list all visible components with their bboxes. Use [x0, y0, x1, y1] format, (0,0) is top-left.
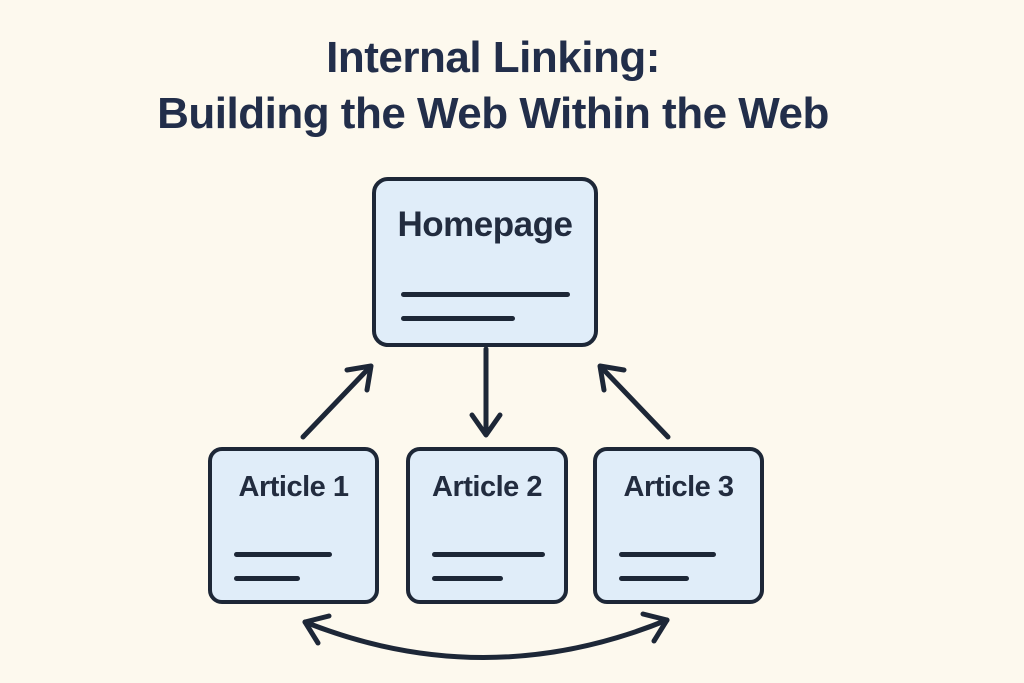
node-article-3-label: Article 3 — [623, 471, 734, 503]
node-article-1: Article 1 — [208, 447, 379, 604]
text-line-placeholder — [432, 552, 545, 557]
arrow-homepage-to-article2 — [469, 346, 503, 438]
text-line-placeholder — [432, 576, 503, 581]
text-line-placeholder — [619, 552, 716, 557]
arrow-article1-article3-bidirectional — [302, 611, 670, 660]
text-line-placeholder — [234, 576, 300, 581]
node-article-1-label: Article 1 — [238, 471, 349, 503]
node-article-2-label: Article 2 — [432, 471, 542, 503]
text-line-placeholder — [619, 576, 689, 581]
node-article-3: Article 3 — [593, 447, 764, 604]
text-line-placeholder — [401, 316, 515, 321]
text-line-placeholder — [234, 552, 332, 557]
text-line-placeholder — [401, 292, 570, 297]
diagram-title: Internal Linking: Building the Web Withi… — [0, 30, 1005, 142]
title-line-1: Internal Linking: — [326, 33, 660, 82]
node-homepage-label: Homepage — [397, 205, 573, 244]
node-article-2: Article 2 — [406, 447, 568, 604]
node-homepage: Homepage — [372, 177, 598, 347]
arrow-article3-to-homepage — [597, 363, 671, 440]
title-line-2: Building the Web Within the Web — [157, 89, 829, 138]
arrow-article1-to-homepage — [300, 363, 374, 440]
